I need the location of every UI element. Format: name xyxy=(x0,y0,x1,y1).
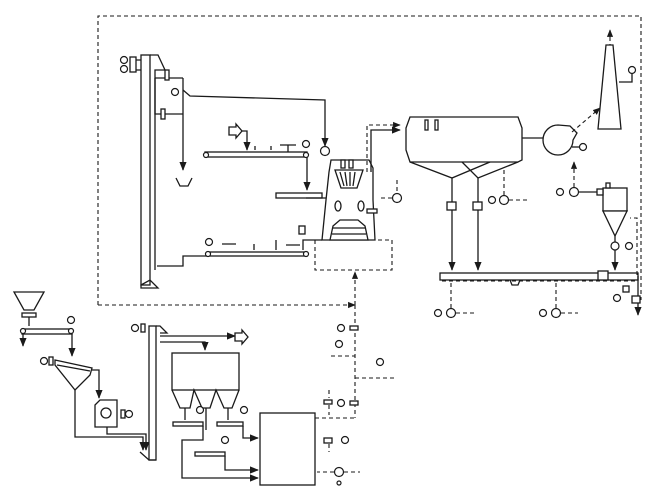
elevator-discharge-pipes xyxy=(154,69,331,187)
instrument-bubble-icon xyxy=(204,237,214,247)
instrument-bubble-icon xyxy=(301,139,311,149)
screw-conveyor xyxy=(439,270,642,316)
instrument-bubble-icon xyxy=(340,435,350,445)
instrument-bubble-icon xyxy=(555,187,565,197)
instrument-bubble-icon xyxy=(119,55,129,65)
raw-material-feed xyxy=(12,291,76,357)
bucket-elevator-upper xyxy=(119,54,167,289)
instrument-bubble-icon xyxy=(124,409,134,419)
bag-filter xyxy=(405,116,545,271)
instrument-bubble-icon xyxy=(220,435,230,445)
bucket-elevator-lower xyxy=(130,323,249,461)
instrument-bubble-icon xyxy=(39,356,49,366)
blower-icon xyxy=(333,466,345,478)
instrument-bubble-icon xyxy=(624,241,634,251)
cyclone xyxy=(555,161,638,275)
instrument-bubble-icon xyxy=(119,64,129,74)
instrument-bubble-icon xyxy=(336,323,346,333)
instrument-bubble-icon xyxy=(66,315,76,325)
feed-belt-conveyor xyxy=(202,122,323,199)
chimney xyxy=(597,30,637,130)
vibrating-screen xyxy=(39,356,147,451)
weigh-belt-conveyor xyxy=(157,225,322,267)
blower-icon xyxy=(391,192,403,204)
product-bin xyxy=(259,305,395,486)
dashed-gas-loop xyxy=(97,15,642,309)
instrument-bubble-icon xyxy=(334,339,344,349)
air-blowers xyxy=(433,168,578,319)
instrument-bubble-icon xyxy=(170,87,180,97)
blower-icon xyxy=(568,186,580,198)
rotary-valve-icon xyxy=(610,241,620,251)
instrument-bubble-icon xyxy=(239,405,249,415)
instrument-bubble-icon xyxy=(195,405,205,415)
instrument-bubble-icon xyxy=(336,398,346,408)
instrument-bubble-icon xyxy=(375,357,385,367)
storage-silo xyxy=(171,352,259,482)
induced-draft-fan xyxy=(542,107,601,156)
instrument-bubble-icon xyxy=(627,65,637,75)
crusher xyxy=(94,399,150,451)
instrument-bubble-icon xyxy=(612,293,622,303)
instrument-bubble-icon xyxy=(578,142,588,152)
rotary-valve-icon xyxy=(319,145,331,157)
instrument-bubble-icon xyxy=(130,323,140,333)
vertical-roller-mill xyxy=(306,121,403,305)
